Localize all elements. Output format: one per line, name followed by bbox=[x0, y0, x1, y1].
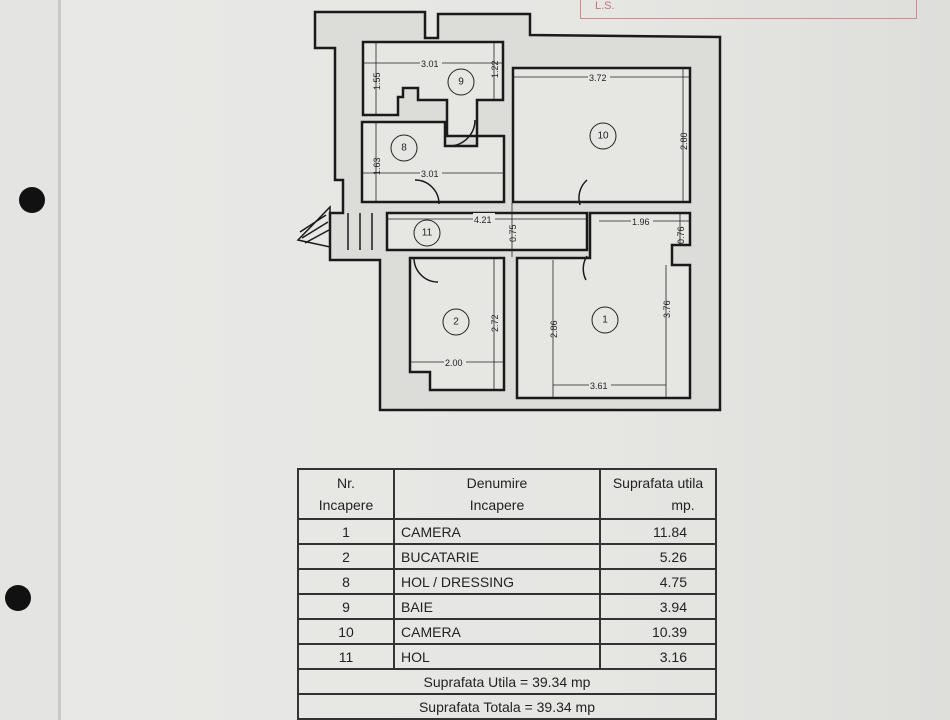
floor-plan: 3.01 1.55 1.22 3.01 1.63 3.72 2.80 4.21 … bbox=[296, 10, 722, 412]
dim-label: 2.00 bbox=[445, 358, 463, 368]
doors bbox=[413, 119, 588, 283]
cell-nr: 1 bbox=[297, 518, 395, 545]
room-1 bbox=[515, 211, 692, 400]
cell-nr: 9 bbox=[297, 593, 395, 620]
dim-label: 2.72 bbox=[490, 314, 500, 332]
cell-nr: 8 bbox=[297, 568, 395, 595]
page-edge bbox=[58, 0, 61, 720]
suprafata-totala: Suprafata Totala = 39.34 mp bbox=[297, 693, 717, 720]
room-number: 2 bbox=[453, 317, 459, 328]
dim-label: 3.61 bbox=[590, 381, 608, 391]
punch-hole bbox=[5, 585, 31, 611]
cell-nr: 2 bbox=[297, 543, 395, 570]
stairs-icon bbox=[296, 205, 373, 250]
dim-label: 2.80 bbox=[679, 132, 689, 150]
cell-name: BAIE bbox=[393, 593, 601, 620]
stamp-text: L.S. bbox=[595, 0, 615, 12]
dim-label: 2.86 bbox=[549, 320, 559, 338]
dim-label: 0.75 bbox=[508, 224, 518, 242]
cell-area: 5.26 bbox=[599, 543, 717, 570]
room-number: 8 bbox=[401, 143, 407, 154]
cell-name: BUCATARIE bbox=[393, 543, 601, 570]
cell-area: 3.16 bbox=[599, 643, 717, 670]
dim-label: 1.22 bbox=[490, 60, 500, 78]
room-number: 9 bbox=[458, 77, 464, 88]
header-text: Suprafata utila bbox=[612, 474, 704, 491]
total-row: Suprafata Totala = 39.34 mp bbox=[297, 693, 717, 720]
header-text: mp. bbox=[671, 497, 695, 513]
dimension-labels: 3.01 1.55 1.22 3.01 1.63 3.72 2.80 4.21 … bbox=[372, 57, 689, 391]
header-text: Nr. bbox=[337, 474, 355, 491]
cell-area: 3.94 bbox=[599, 593, 717, 620]
room-number: 10 bbox=[597, 131, 609, 142]
dim-label: 4.21 bbox=[474, 215, 492, 225]
punch-hole bbox=[19, 187, 45, 213]
cell-name: CAMERA bbox=[393, 618, 601, 645]
room-number: 1 bbox=[602, 315, 608, 326]
cell-nr: 10 bbox=[297, 618, 395, 645]
dim-label: 3.72 bbox=[589, 73, 607, 83]
room-number-circles bbox=[390, 68, 619, 336]
cell-area: 11.84 bbox=[599, 518, 717, 545]
dim-label: 1.63 bbox=[372, 157, 382, 175]
header-text: Incapere bbox=[469, 497, 525, 513]
dim-label: 3.01 bbox=[421, 169, 439, 179]
cell-area: 4.75 bbox=[599, 568, 717, 595]
suprafata-utila: Suprafata Utila = 39.34 mp bbox=[297, 668, 717, 695]
header-text: Incapere bbox=[318, 497, 374, 513]
cell-name: HOL bbox=[393, 643, 601, 670]
total-row: Suprafata Utila = 39.34 mp bbox=[297, 668, 717, 695]
room-9 bbox=[361, 40, 505, 138]
room-number: 11 bbox=[422, 228, 433, 239]
cell-area: 10.39 bbox=[599, 618, 717, 645]
header-area: Suprafata utila mp. bbox=[599, 468, 717, 520]
cell-nr: 11 bbox=[297, 643, 395, 670]
dim-label: 1.96 bbox=[632, 217, 650, 227]
ls-stamp: L.S. bbox=[580, 0, 917, 19]
dim-label: 1.55 bbox=[372, 72, 382, 90]
cell-name: CAMERA bbox=[393, 518, 601, 545]
header-text: Denumire bbox=[466, 474, 528, 491]
header-nr: Nr. Incapere bbox=[297, 468, 395, 520]
cell-name: HOL / DRESSING bbox=[393, 568, 601, 595]
dim-label: 3.01 bbox=[421, 59, 439, 69]
dim-label: 0.76 bbox=[676, 226, 686, 244]
dim-label: 3.76 bbox=[662, 300, 672, 318]
